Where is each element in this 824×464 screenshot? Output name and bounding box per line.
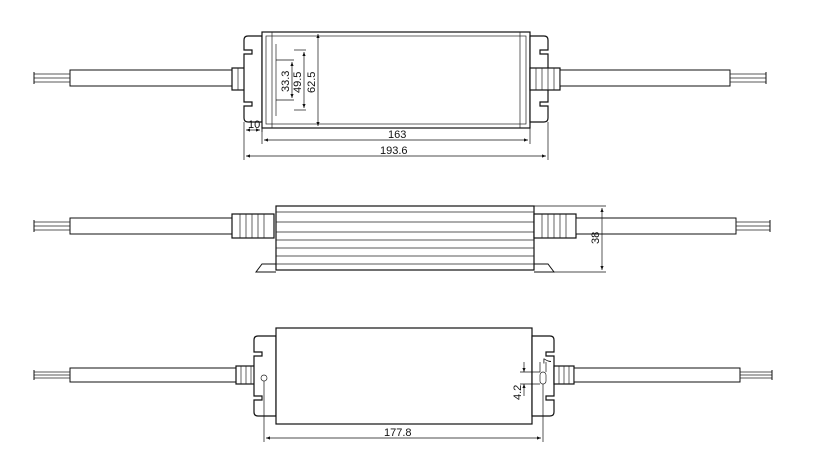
side-view: 38 — [33, 205, 771, 273]
side-left-foot — [255, 263, 276, 273]
dimension-width-outer: 62.5 — [306, 31, 320, 129]
dimension-width-mid: 49.5 — [292, 49, 306, 111]
dim-label-38: 38 — [590, 232, 602, 244]
side-left-cable — [33, 217, 233, 235]
bottom-right-gland — [553, 365, 575, 385]
left-cable — [33, 69, 233, 87]
side-right-cable — [575, 217, 771, 235]
dimension-mount-offset: 10 — [243, 119, 263, 132]
left-mounting-ear — [243, 35, 263, 123]
right-cable — [559, 69, 767, 87]
dim-label-10: 10 — [248, 119, 260, 131]
dim-label-163: 163 — [388, 129, 406, 141]
side-right-foot — [534, 263, 555, 273]
dim-label-7: 7 — [542, 358, 554, 364]
dim-label-49-5: 49.5 — [292, 72, 304, 93]
bottom-view: 177.8 4.2 7 — [33, 327, 773, 442]
dim-label-193-6: 193.6 — [380, 145, 408, 157]
dim-label-62-5: 62.5 — [306, 72, 318, 93]
bottom-left-gland — [235, 365, 257, 385]
bottom-left-cable — [33, 367, 237, 383]
side-left-gland — [231, 213, 275, 239]
dim-label-177-8: 177.8 — [384, 427, 412, 439]
dim-label-33-3: 33.3 — [280, 71, 292, 92]
bottom-left-mounting-ear — [253, 335, 277, 417]
top-body — [261, 31, 531, 129]
side-body — [275, 205, 535, 271]
bottom-body — [275, 327, 533, 425]
dimension-slot-length: 7 — [539, 358, 554, 372]
dim-label-4-2: 4.2 — [512, 385, 524, 400]
dimension-width-inner: 33.3 — [276, 59, 294, 101]
side-right-gland — [533, 213, 577, 239]
dimension-body-length: 163 — [261, 128, 531, 144]
right-cable-gland — [529, 67, 561, 91]
dimension-height: 38 — [534, 205, 606, 273]
bottom-right-cable — [573, 367, 773, 383]
dimension-total-length: 193.6 — [243, 122, 549, 160]
dimension-hole-spacing: 177.8 — [263, 381, 544, 442]
dimension-slot-width: 4.2 — [512, 362, 540, 400]
top-view: 10 163 193.6 33.3 49.5 — [33, 31, 767, 160]
bottom-right-mounting-ear — [531, 335, 555, 417]
